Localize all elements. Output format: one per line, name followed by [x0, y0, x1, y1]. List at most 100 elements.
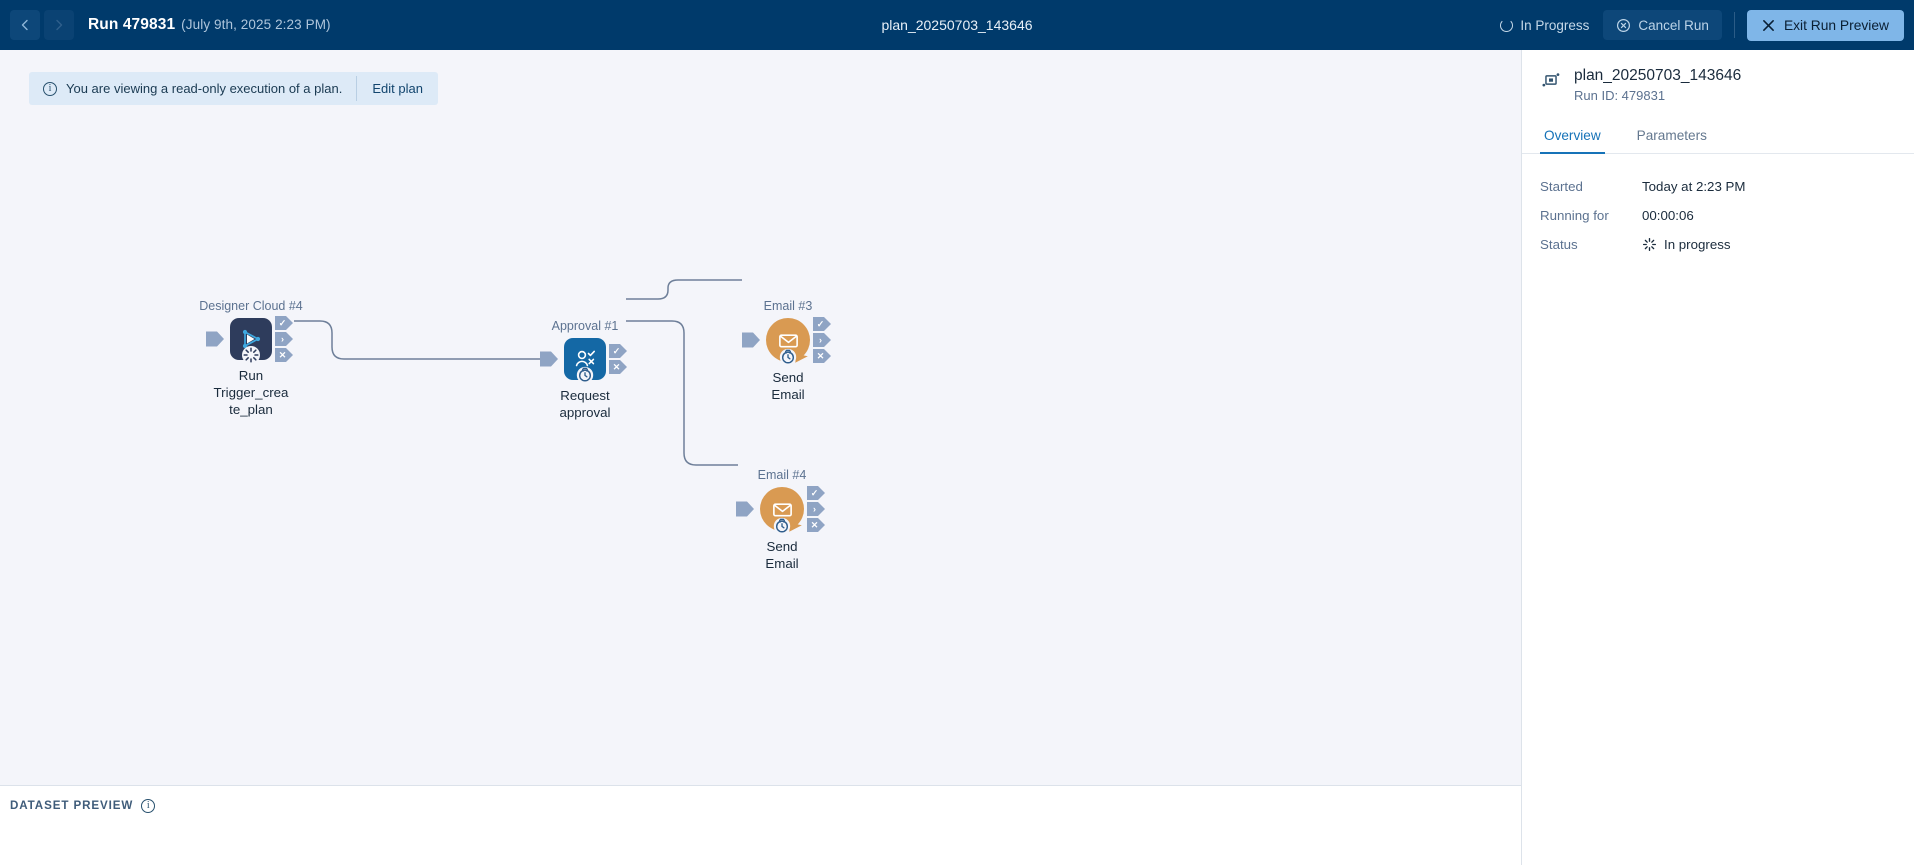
forward-button[interactable] — [44, 10, 74, 40]
run-details-panel: plan_20250703_143646 Run ID: 479831 Over… — [1521, 50, 1914, 865]
port-shape — [807, 486, 825, 500]
input-arrow-icon — [742, 332, 760, 348]
node-icon-box[interactable]: ✓ ✕ — [540, 338, 627, 384]
envelope-icon — [778, 333, 798, 348]
row-running-for: Running for 00:00:06 — [1540, 201, 1896, 230]
output-port-rejected[interactable]: ✕ — [609, 360, 627, 374]
port-shape — [275, 332, 293, 346]
node-caption: Approval #1 — [551, 319, 619, 333]
check-icon: ✓ — [810, 487, 819, 498]
clock-icon — [779, 348, 797, 366]
node-output-ports: ✓ › ✕ — [807, 486, 825, 532]
run-status-badge: In Progress — [1486, 18, 1603, 33]
chevron-right-icon: › — [819, 334, 822, 345]
output-port-success[interactable]: ✓ — [807, 486, 825, 500]
output-port-approved[interactable]: ✓ — [609, 344, 627, 358]
banner-message: You are viewing a read-only execution of… — [66, 81, 343, 96]
panel-header-text: plan_20250703_143646 Run ID: 479831 — [1574, 66, 1741, 103]
exit-run-preview-button[interactable]: Exit Run Preview — [1746, 9, 1904, 41]
node-input-port[interactable] — [540, 351, 558, 367]
node-email-4[interactable]: Email #4 ✓ — [736, 468, 825, 571]
node-label: Run Trigger_crea te_plan — [213, 368, 289, 417]
output-port-failure[interactable]: ✕ — [275, 348, 293, 362]
dataset-preview-label: DATASET PREVIEW — [10, 799, 134, 812]
top-bar: Run 479831 (July 9th, 2025 2:23 PM) plan_… — [0, 0, 1914, 50]
spinner-icon — [1642, 237, 1657, 252]
exit-run-preview-label: Exit Run Preview — [1783, 17, 1889, 33]
row-key: Started — [1540, 179, 1583, 194]
loading-spinner-badge — [241, 345, 261, 370]
top-bar-actions: In Progress Cancel Run Exit Run Preview — [1486, 0, 1904, 50]
run-title-text: Run 479831 — [88, 16, 176, 33]
banner-divider — [356, 76, 358, 101]
port-shape — [807, 502, 825, 516]
clock-badge — [779, 347, 798, 371]
node-icon-box[interactable]: ✓ › ✕ — [742, 317, 831, 366]
node-output-ports: ✓ › ✕ — [813, 317, 831, 363]
cross-icon: ✕ — [278, 349, 287, 360]
row-started: Started Today at 2:23 PM — [1540, 172, 1896, 201]
cancel-run-button[interactable]: Cancel Run — [1603, 10, 1722, 40]
overview-rows: Started Today at 2:23 PM Running for 00:… — [1522, 154, 1914, 259]
check-icon: ✓ — [278, 317, 287, 328]
node-input-port[interactable] — [206, 331, 224, 347]
clock-badge — [576, 365, 595, 389]
node-email-3[interactable]: Email #3 ✓ — [742, 299, 831, 402]
output-port-success[interactable]: ✓ — [813, 317, 831, 331]
cancel-circle-icon — [1617, 18, 1631, 32]
port-shape — [813, 349, 831, 363]
cross-icon: ✕ — [810, 519, 819, 530]
history-nav-group — [10, 10, 74, 40]
output-port-next[interactable]: › — [275, 332, 293, 346]
check-icon: ✓ — [816, 318, 825, 329]
node-approval-1[interactable]: Approval #1 — [540, 319, 627, 420]
panel-subtitle: Run ID: 479831 — [1574, 88, 1666, 103]
check-icon: ✓ — [612, 345, 621, 356]
output-port-next[interactable]: › — [813, 333, 831, 347]
panel-header: plan_20250703_143646 Run ID: 479831 — [1522, 50, 1914, 103]
node-label: Send Email — [765, 539, 799, 571]
node-icon-box[interactable]: ✓ › ✕ — [206, 316, 293, 364]
dataset-preview-bar[interactable]: DATASET PREVIEW i — [0, 785, 1521, 825]
run-status-label: In Progress — [1520, 17, 1590, 33]
info-icon: i — [43, 81, 57, 96]
node-label: Send Email — [771, 370, 805, 402]
port-shape — [275, 316, 293, 330]
panel-tabs: Overview Parameters — [1522, 123, 1914, 154]
output-port-next[interactable]: › — [807, 502, 825, 516]
chevron-right-icon: › — [813, 503, 816, 514]
spinner-icon — [1500, 18, 1514, 32]
tab-parameters[interactable]: Parameters — [1636, 128, 1707, 143]
row-value: Today at 2:23 PM — [1642, 179, 1746, 194]
tab-overview[interactable]: Overview — [1540, 123, 1605, 154]
output-port-success[interactable]: ✓ — [275, 316, 293, 330]
row-status: Status In pro — [1540, 230, 1896, 259]
graph-edges — [294, 279, 742, 466]
workflow-graph: Designer Cloud #4 — [0, 50, 1521, 825]
envelope-icon — [772, 502, 792, 517]
close-icon — [1763, 19, 1774, 31]
input-arrow-icon — [736, 501, 754, 517]
node-icon-box[interactable]: ✓ › ✕ — [736, 486, 825, 535]
clock-icon — [773, 517, 791, 535]
node-input-port[interactable] — [736, 501, 754, 517]
plan-canvas[interactable]: i You are viewing a read-only execution … — [0, 50, 1521, 825]
output-port-failure[interactable]: ✕ — [807, 518, 825, 532]
edit-plan-button[interactable]: Edit plan — [372, 81, 423, 96]
port-shape — [813, 333, 831, 347]
page-title: Run 479831 (July 9th, 2025 2:23 PM) — [88, 16, 331, 34]
cancel-run-label: Cancel Run — [1638, 17, 1709, 33]
run-date-text: (July 9th, 2025 2:23 PM) — [181, 17, 331, 32]
back-button[interactable] — [10, 10, 40, 40]
input-arrow-icon — [540, 351, 558, 367]
cross-icon: ✕ — [816, 350, 825, 361]
plan-node-icon — [1542, 73, 1560, 87]
output-port-failure[interactable]: ✕ — [813, 349, 831, 363]
node-output-ports: ✓ ✕ — [609, 344, 627, 374]
node-caption: Designer Cloud #4 — [199, 299, 303, 313]
info-icon[interactable]: i — [141, 798, 156, 813]
node-designer-cloud-4[interactable]: Designer Cloud #4 — [199, 299, 303, 417]
node-input-port[interactable] — [742, 332, 760, 348]
plan-name-title: plan_20250703_143646 — [881, 17, 1033, 33]
